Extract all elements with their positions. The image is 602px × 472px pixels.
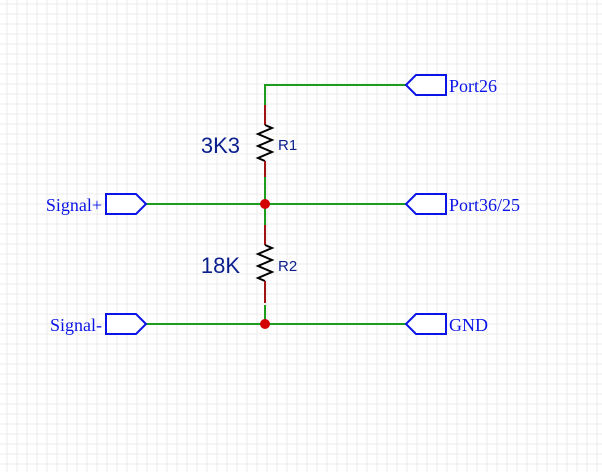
port-port26-label: Port26 [449,76,497,96]
port-port26[interactable]: Port26 [404,74,497,96]
port-port36-25-flag [404,193,447,215]
junction-signal-minus [260,319,270,329]
port-port36-25-label: Port36/25 [449,195,520,215]
r1-designator: R1 [278,137,297,154]
r2-zigzag [255,244,275,282]
r1-value: 3K3 [201,133,240,158]
port-signal-minus-flag [105,313,148,335]
port-gnd-label: GND [449,315,488,335]
r2-designator: R2 [278,258,297,275]
port-gnd-flag [404,313,447,335]
port-signal-plus-flag [105,193,148,215]
r2-value: 18K [201,253,240,278]
port-signal-minus-label: Signal- [50,315,102,335]
port-signal-plus[interactable]: Signal+ [46,193,148,215]
port-port26-flag [404,74,447,96]
junction-signal-plus [260,199,270,209]
wire-port26[interactable] [264,84,406,105]
port-signal-plus-label: Signal+ [46,195,102,215]
port-gnd[interactable]: GND [404,313,488,335]
port-port36-25[interactable]: Port36/25 [404,193,520,215]
resistor-r2[interactable]: 18K R2 [201,225,297,303]
port-signal-minus[interactable]: Signal- [50,313,148,335]
r1-zigzag [255,124,275,162]
resistor-r1[interactable]: 3K3 R1 [201,105,297,177]
